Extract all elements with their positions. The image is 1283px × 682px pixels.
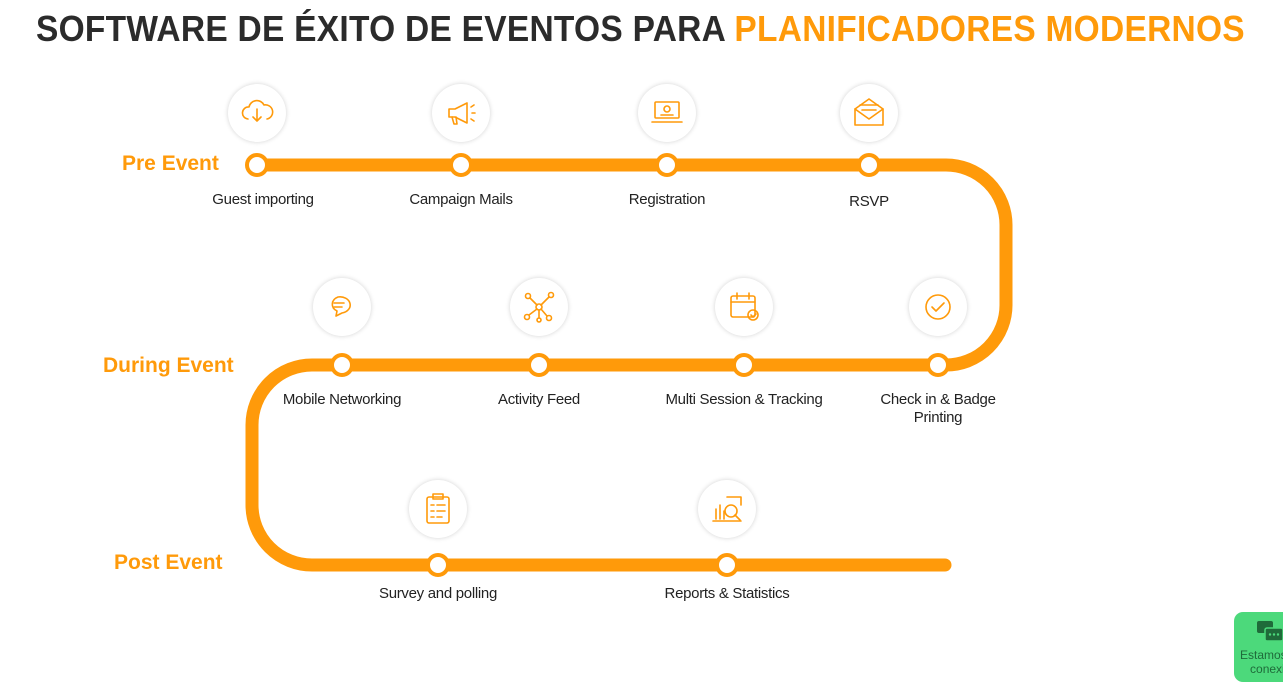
step-icon-badge xyxy=(510,278,568,336)
step-label: Activity Feed xyxy=(498,391,580,408)
timeline-node xyxy=(245,153,269,177)
step-icon-badge xyxy=(409,480,467,538)
stage-post-event: Post Event xyxy=(114,551,223,574)
network-icon xyxy=(523,291,555,323)
step-label: Reports & Statistics xyxy=(664,585,790,602)
timeline-node xyxy=(732,353,756,377)
calendar-check-icon xyxy=(730,292,759,321)
timeline-node xyxy=(926,353,950,377)
step-icon-badge xyxy=(228,84,286,142)
step-label: Check in & Badge Printing xyxy=(880,391,996,426)
step-label: Multi Session & Tracking xyxy=(665,391,823,408)
chat-icon xyxy=(1257,621,1283,642)
step-label: Registration xyxy=(628,191,706,208)
envelope-icon xyxy=(854,98,884,126)
step-icon-badge xyxy=(432,84,490,142)
step-icon-badge xyxy=(715,278,773,336)
step-icon-badge xyxy=(638,84,696,142)
timeline-node xyxy=(426,553,450,577)
cloud-download-icon xyxy=(241,99,274,122)
timeline-node xyxy=(449,153,473,177)
step-label: Survey and polling xyxy=(378,585,497,602)
page-title: SOFTWARE DE ÉXITO DE EVENTOS PARA PLANIF… xyxy=(36,8,1245,49)
chat-bubbles-icon xyxy=(331,296,351,317)
step-label: Mobile Networking xyxy=(282,391,402,408)
step-icon-badge xyxy=(840,84,898,142)
timeline-node xyxy=(715,553,739,577)
chat-widget[interactable]: Estamos conexió xyxy=(1234,612,1283,682)
clipboard-icon xyxy=(426,493,450,524)
stage-pre-event: Pre Event xyxy=(122,152,219,175)
timeline-node xyxy=(857,153,881,177)
step-label: Guest importing xyxy=(212,191,314,208)
timeline-node xyxy=(527,353,551,377)
stage-during-event: During Event xyxy=(103,354,234,377)
step-label: RSVP xyxy=(849,193,889,210)
step-label: Campaign Mails xyxy=(409,191,513,208)
laptop-icon xyxy=(651,101,683,123)
check-circle-icon xyxy=(925,294,951,320)
timeline-node xyxy=(655,153,679,177)
timeline-node xyxy=(330,353,354,377)
analytics-icon xyxy=(712,496,742,522)
step-icon-badge xyxy=(313,278,371,336)
step-icon-badge xyxy=(909,278,967,336)
step-icon-badge xyxy=(698,480,756,538)
megaphone-icon xyxy=(448,102,476,125)
